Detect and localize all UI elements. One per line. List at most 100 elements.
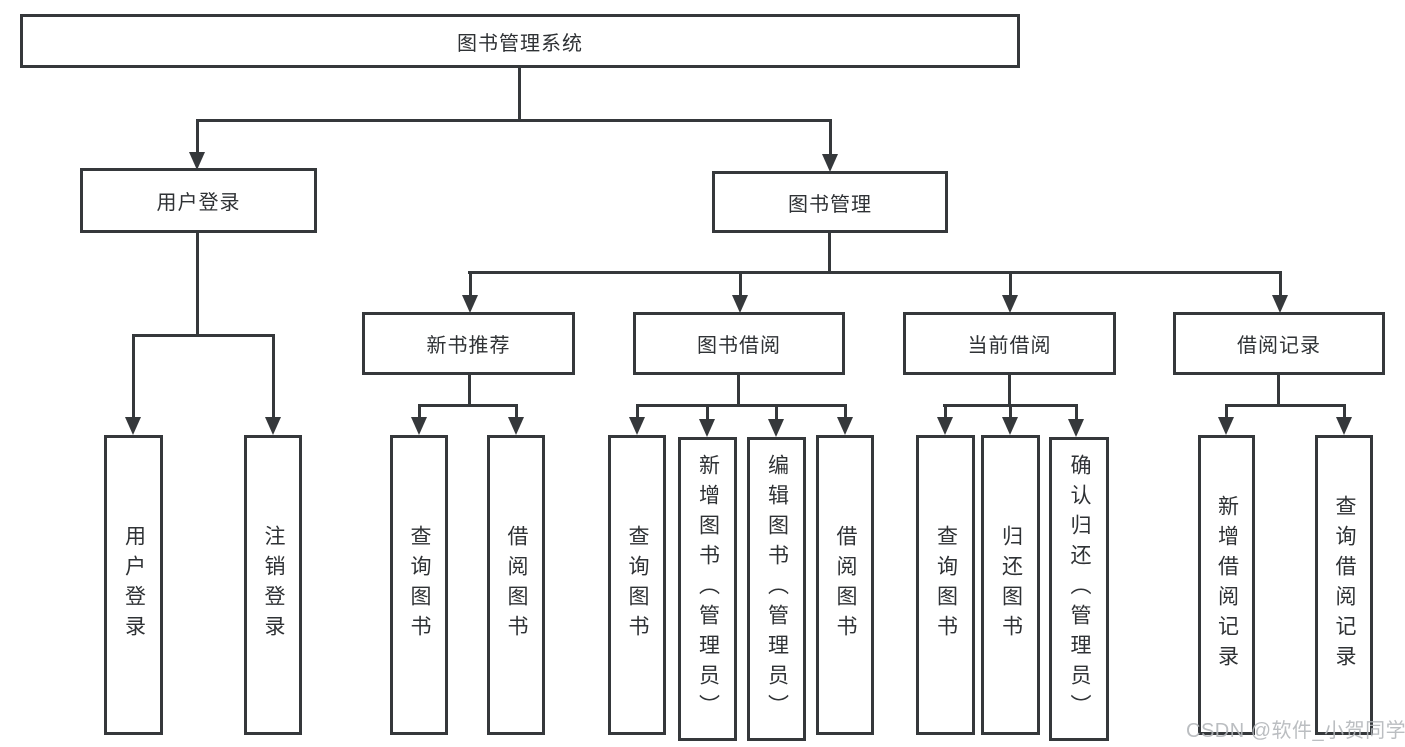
arrow-head-icon [265,417,281,435]
connector-book-management-hline [468,271,1282,274]
arrow-shaft [1008,404,1012,423]
arrow-shaft [131,334,135,423]
node-label: 查询借阅记录 [1333,495,1357,675]
arrow-shaft [468,271,472,301]
arrow-head-icon [1336,417,1352,435]
connector-user-login-vline [196,232,199,336]
arrow-down-leaf [629,404,645,435]
node-leaf-edit-books-admin: 编辑图书（管理员） [747,437,806,741]
arrow-shaft [705,404,709,425]
arrow-head-icon [1002,295,1018,313]
arrow-down-to-current-borrow [1002,271,1018,313]
node-book-borrow: 图书借阅 [633,312,845,375]
node-leaf-add-borrow-record: 新增借阅记录 [1198,435,1255,735]
node-label: 图书管理 [788,193,872,216]
arrow-head-icon [1002,417,1018,435]
node-label: 用户登录 [122,525,146,645]
connector-borrow-record-hline [1225,404,1346,407]
arrow-head-icon [822,154,838,172]
node-label: 借阅图书 [505,525,529,645]
node-label: 归还图书 [999,525,1023,645]
arrow-shaft [828,119,832,160]
arrow-down-to-leaf-user-login [125,334,141,435]
node-leaf-user-login: 用户登录 [104,435,163,735]
node-label: 新书推荐 [426,335,511,357]
node-label: 当前借阅 [967,335,1052,357]
connector-user-login-hline [132,334,275,337]
arrow-head-icon [125,417,141,435]
arrow-down-to-book-borrow [732,271,748,313]
arrow-shaft [271,334,275,423]
arrow-shaft [195,119,199,158]
arrow-down-leaf [411,404,427,435]
node-leaf-query-books-borrow: 查询图书 [608,435,666,735]
node-label: 编辑图书（管理员） [765,454,789,724]
arrow-head-icon [768,419,784,437]
arrow-head-icon [411,417,427,435]
node-label: 查询图书 [408,525,432,645]
node-label: 图书管理系统 [457,32,583,55]
arrow-down-to-book-management [822,119,838,172]
node-leaf-add-books-admin: 新增图书（管理员） [678,437,737,741]
arrow-down-leaf [508,404,524,435]
arrow-head-icon [1068,419,1084,437]
arrow-head-icon [1218,417,1234,435]
arrow-shaft [774,404,778,425]
node-user-login-group: 用户登录 [80,168,317,233]
arrow-down-to-borrow-record [1272,271,1288,313]
arrow-down-to-new-book-recommend [462,271,478,313]
arrow-shaft [1074,404,1078,425]
arrow-head-icon [699,419,715,437]
arrow-head-icon [937,417,953,435]
arrow-shaft [843,404,847,423]
arrow-down-leaf [699,404,715,437]
arrow-shaft [943,404,947,423]
node-leaf-query-books-recommend: 查询图书 [390,435,448,735]
arrow-down-leaf [1336,404,1352,435]
connector-borrow-record-vline [1277,373,1280,406]
arrow-shaft [1278,271,1282,301]
arrow-down-to-leaf-logout [265,334,281,435]
node-label: 查询图书 [626,525,650,645]
node-label: 借阅图书 [834,525,858,645]
node-leaf-logout: 注销登录 [244,435,302,735]
arrow-head-icon [462,295,478,313]
node-leaf-query-borrow-record: 查询借阅记录 [1315,435,1373,735]
node-label: 借阅记录 [1237,335,1321,357]
node-current-borrow: 当前借阅 [903,312,1116,375]
arrow-shaft [1224,404,1228,423]
arrow-head-icon [508,417,524,435]
arrow-shaft [635,404,639,423]
node-leaf-confirm-return-admin: 确认归还（管理员） [1049,437,1109,741]
arrow-shaft [1342,404,1346,423]
node-label: 新增借阅记录 [1215,495,1239,675]
arrow-down-leaf [937,404,953,435]
arrow-shaft [417,404,421,423]
arrow-down-leaf [1068,404,1084,437]
node-leaf-return-books: 归还图书 [981,435,1040,735]
connector-root-hline [196,119,832,122]
arrow-shaft [1008,271,1012,301]
node-label: 用户登录 [156,192,241,214]
arrow-down-to-user-login [189,119,205,170]
node-leaf-borrow-books-recommend: 借阅图书 [487,435,545,735]
arrow-shaft [514,404,518,423]
arrow-down-leaf [1218,404,1234,435]
arrow-head-icon [189,152,205,170]
node-label: 确认归还（管理员） [1068,454,1092,724]
connector-current-borrow-vline [1008,373,1011,406]
node-new-book-recommend: 新书推荐 [362,312,575,375]
arrow-head-icon [1272,295,1288,313]
connector-new-book-recommend-hline [418,404,518,407]
arrow-down-leaf [1002,404,1018,435]
connector-book-borrow-hline [636,404,847,407]
connector-book-borrow-vline [737,373,740,406]
node-library-management-system: 图书管理系统 [20,14,1020,68]
node-leaf-borrow-books: 借阅图书 [816,435,874,735]
connector-new-book-recommend-vline [468,373,471,406]
node-book-management-group: 图书管理 [712,171,948,233]
node-label: 新增图书（管理员） [696,454,720,724]
connector-book-management-vline [828,231,831,273]
node-borrow-record: 借阅记录 [1173,312,1385,375]
